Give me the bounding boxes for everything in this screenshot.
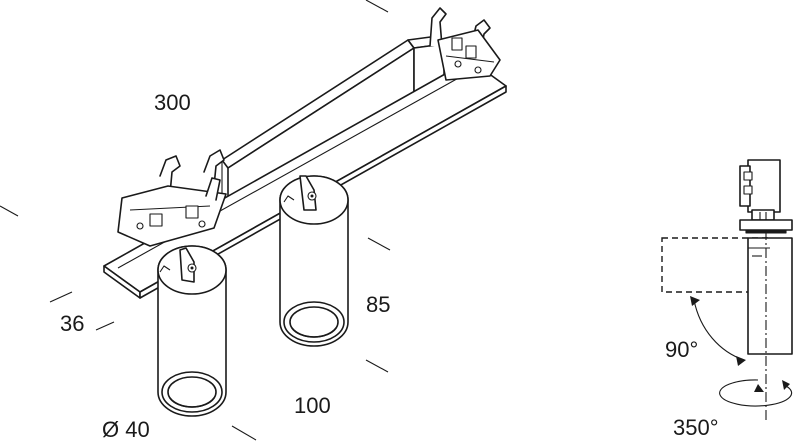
rotation-arrow	[719, 379, 793, 407]
dimension-height-label: 36	[60, 311, 84, 336]
spring-clips-left	[117, 149, 227, 247]
dimension-cylinder-height-label: 85	[366, 292, 390, 317]
rotation-angle-label: 350°	[673, 415, 719, 440]
spotlight-cylinder-back	[279, 175, 349, 347]
tilt-arrow	[693, 299, 745, 361]
side-view	[661, 159, 793, 420]
dimension-ticks	[0, 0, 391, 441]
tilt-angle-label: 90°	[665, 337, 698, 362]
side-cylinder	[747, 237, 793, 355]
dimension-length-label: 300	[154, 90, 191, 115]
side-driver-block	[739, 159, 793, 234]
dimension-diameter-label: Ø 40	[102, 417, 150, 442]
linear-track-assembly	[0, 0, 507, 441]
spring-clips-right	[429, 7, 501, 81]
spotlight-cylinder-front	[157, 245, 227, 417]
dimension-spacing-label: 100	[294, 393, 331, 418]
